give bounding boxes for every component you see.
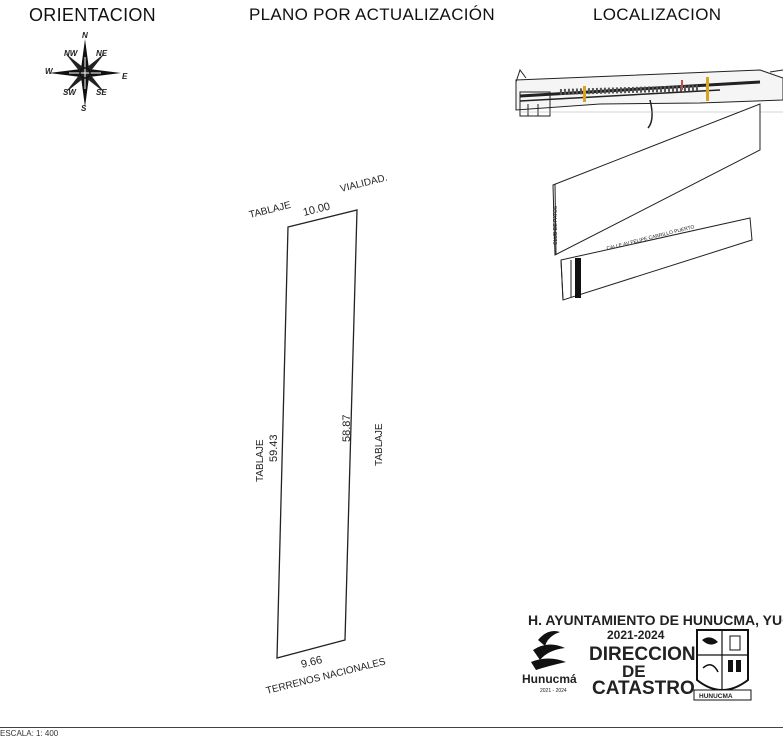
highlighted-parcel [575, 258, 581, 298]
bottom-neighbor-label: TERRENOS NACIONALES [265, 656, 387, 696]
coat-of-arms-icon [693, 629, 752, 701]
compass-se: SE [96, 88, 107, 97]
right-neighbor-label: TABLAJE [374, 423, 385, 466]
scale-label: ESCALA: 1: 400 [0, 729, 59, 738]
location-title: LOCALIZACION [593, 5, 722, 24]
plan-title: PLANO POR ACTUALIZACIÓN [249, 5, 495, 24]
compass-ne: NE [96, 49, 108, 58]
seal-dept-line2: DE [622, 662, 646, 681]
compass-s: S [81, 104, 87, 113]
compass-w: W [45, 67, 54, 76]
compass-rose-icon [49, 39, 121, 107]
seal-period: 2021-2024 [607, 628, 665, 642]
hunucma-logo-icon [531, 631, 566, 670]
compass-n: N [82, 31, 88, 40]
left-neighbor-label: TABLAJE [255, 439, 266, 482]
logo-years: 2021 - 2024 [540, 688, 567, 694]
bottom-length-label: 9.66 [300, 654, 324, 671]
parcel-outline [276, 209, 358, 659]
compass-sw: SW [63, 88, 77, 97]
seal-dept-line1: DIRECCION [589, 644, 696, 665]
logo-name: Hunucmá [522, 672, 577, 686]
top-length-label: 10.00 [302, 201, 332, 219]
footer-divider [0, 727, 783, 728]
compass-nw: NW [64, 49, 79, 58]
shield-caption: HUNUCMA [699, 693, 733, 700]
club-label: CLUB DE PATOS [553, 205, 559, 245]
seal-dept-line3: CATASTRO [592, 678, 695, 699]
location-map: CLUB DE PATOS CALLE AV FELIPE CARRILLO P… [515, 68, 783, 301]
seal-municipality: H. AYUNTAMIENTO DE HUNUCMA, YUC. [528, 612, 783, 628]
top-left-neighbor-label: TABLAJE [248, 200, 292, 221]
compass-e: E [122, 72, 128, 81]
orientation-title: ORIENTACION [29, 5, 156, 25]
top-right-neighbor-label: VIALIDAD. [339, 173, 389, 195]
town-map-strip [515, 68, 783, 129]
right-length-label: 58.87 [341, 414, 353, 442]
left-length-label: 59.43 [268, 434, 280, 462]
